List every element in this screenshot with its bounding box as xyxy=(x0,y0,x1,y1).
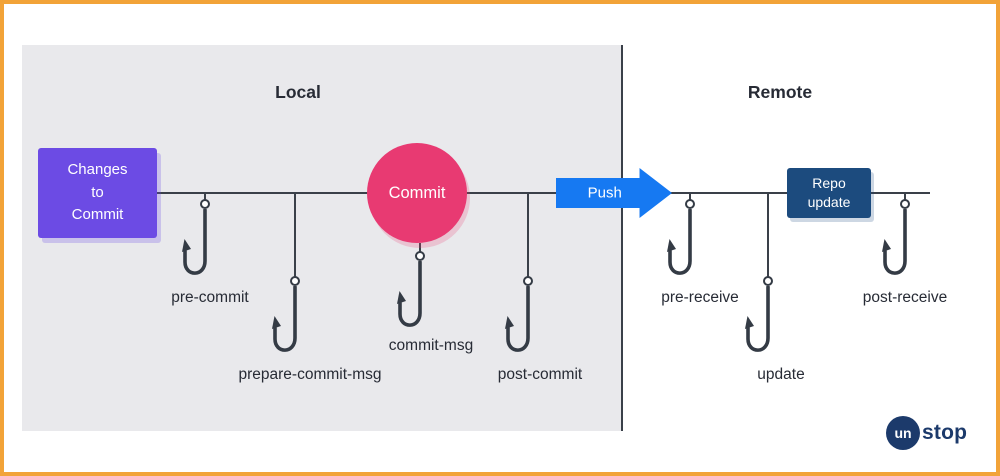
hook-label: update xyxy=(757,366,805,383)
local-remote-divider xyxy=(621,45,623,431)
changes-box-line: Changes xyxy=(67,161,128,179)
changes-to-commit-box: Changes to Commit xyxy=(38,148,157,238)
hook-icon xyxy=(397,261,422,327)
hook-label: pre-receive xyxy=(661,289,739,306)
hook-eye xyxy=(900,199,910,209)
hook-label: post-commit xyxy=(497,366,583,383)
hook-drop-line xyxy=(294,192,296,277)
hook-label: prepare-commit-msg xyxy=(238,366,382,383)
hook-drop-line xyxy=(204,192,206,200)
push-arrow-label: Push xyxy=(587,184,622,202)
changes-box-line: to xyxy=(91,183,104,201)
local-title: Local xyxy=(275,82,321,102)
commit-flow-line xyxy=(97,192,930,194)
hook-eye xyxy=(685,199,695,209)
hook-eye xyxy=(290,276,300,286)
remote-title: Remote xyxy=(747,82,813,102)
hook-icon xyxy=(745,286,770,352)
hook-drop-line xyxy=(527,192,529,277)
repo-box-line: Repo xyxy=(812,175,846,192)
commit-node-label: Commit xyxy=(388,183,446,202)
hook-drop-line xyxy=(689,192,691,200)
hook-icon xyxy=(667,209,692,275)
hook-drop-line xyxy=(419,243,421,252)
hook-icon xyxy=(182,209,207,275)
hook-icon xyxy=(505,286,530,352)
hook-label: commit-msg xyxy=(388,337,474,354)
commit-node: Commit xyxy=(367,143,467,243)
local-panel xyxy=(22,45,622,431)
hook-icon xyxy=(272,286,297,352)
hook-eye xyxy=(415,251,425,261)
hook-icon xyxy=(882,209,907,275)
hook-drop-line xyxy=(767,192,769,277)
repo-box-line: update xyxy=(807,194,851,210)
unstop-logo-icon: un xyxy=(886,416,920,450)
hook-drop-line xyxy=(904,192,906,200)
changes-box-line: Commit xyxy=(71,206,124,224)
hook-label: post-receive xyxy=(862,289,948,306)
unstop-logo-text: stop xyxy=(922,421,968,444)
repo-update-box: Repo update xyxy=(787,168,871,218)
unstop-logo: un stop xyxy=(886,416,967,450)
hook-eye xyxy=(523,276,533,286)
hook-eye xyxy=(763,276,773,286)
push-arrow: Push xyxy=(556,168,672,218)
hook-eye xyxy=(200,199,210,209)
hook-label: pre-commit xyxy=(171,289,249,306)
